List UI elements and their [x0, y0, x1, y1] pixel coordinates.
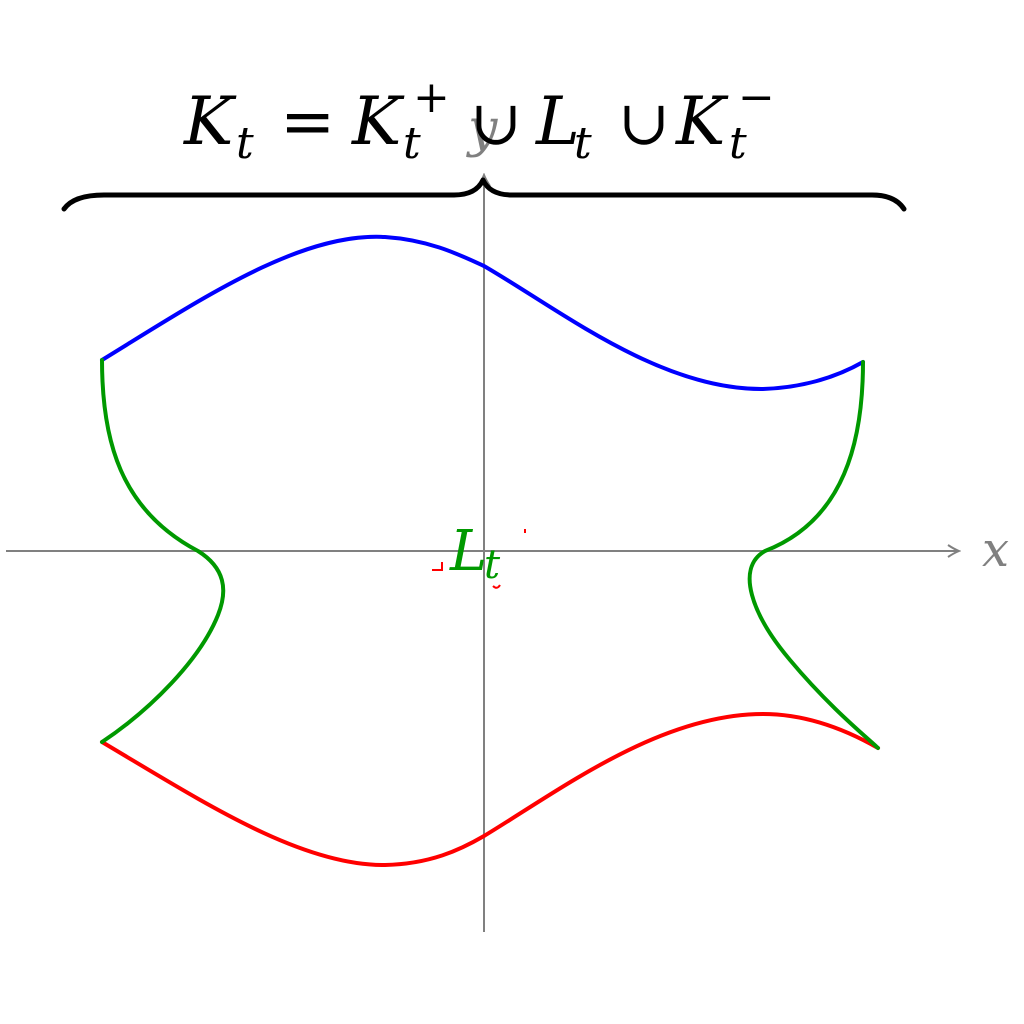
formula-union-1: ∪	[470, 86, 522, 159]
curly-brace	[61, 177, 907, 212]
curve-label-Lt: L t	[449, 519, 501, 588]
formula-K2: K	[351, 83, 405, 160]
red-fragment-mark	[432, 562, 443, 571]
red-fragment-mark-2	[492, 584, 501, 589]
left-side-curve	[100, 358, 226, 744]
curve-label-L-sub: t	[484, 542, 501, 588]
upper-boundary-curve	[100, 234, 865, 392]
formula-K2-sup: +	[413, 72, 450, 123]
y-axis-label: y	[466, 99, 498, 159]
formula: K t = K + t ∪ L t ∪ K − t	[183, 72, 775, 169]
formula-union-2: ∪	[618, 86, 670, 159]
formula-K1-sub: t	[236, 118, 254, 169]
right-side-curve	[747, 360, 880, 750]
formula-K3-sup: −	[738, 72, 775, 123]
lower-boundary-curve	[100, 711, 880, 868]
x-axis-label: x	[982, 522, 1009, 578]
formula-K3-sub: t	[729, 118, 747, 169]
formula-K2-sub: t	[403, 118, 421, 169]
formula-equals: =	[280, 83, 335, 160]
curve-label-L: L	[449, 519, 487, 584]
formula-K3: K	[675, 83, 729, 160]
formula-K1: K	[183, 83, 237, 160]
formula-L: L	[535, 83, 580, 160]
formula-L-sub: t	[574, 118, 592, 169]
